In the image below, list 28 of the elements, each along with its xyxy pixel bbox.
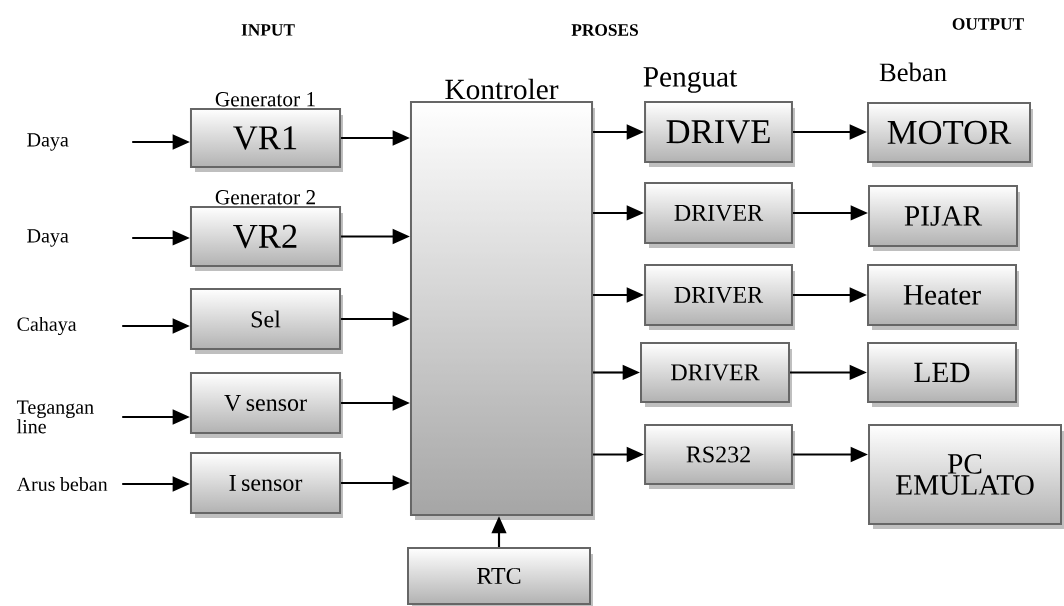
input-label: Tegangan line	[16, 400, 94, 434]
input-label: Arus beban	[16, 476, 108, 491]
box-heading: Generator 1	[215, 92, 315, 107]
process-box: VR2	[190, 206, 343, 271]
process-box: V sensor	[190, 372, 343, 438]
process-box: DRIVE	[644, 101, 795, 167]
process-box: DRIVER	[644, 182, 795, 248]
process-box: DRIVER	[644, 264, 795, 330]
column-heading: PROSES	[571, 24, 638, 36]
process-box: DRIVER	[640, 342, 792, 407]
box-heading: Generator 2	[215, 190, 315, 205]
process-box: MOTOR	[867, 102, 1033, 167]
input-label: Daya	[27, 229, 69, 247]
input-label: Cahaya	[17, 316, 77, 336]
process-box: Heater	[867, 264, 1019, 330]
process-box: PIJAR	[868, 185, 1020, 251]
process-box: RS232	[644, 424, 795, 489]
process-box: LED	[867, 342, 1019, 407]
process-box: RTC	[407, 547, 593, 606]
process-box: VR1	[190, 108, 343, 172]
process-box: I sensor	[190, 452, 343, 518]
box-heading: Kontroler	[445, 78, 559, 100]
group-label: Penguat	[643, 67, 738, 93]
process-box: PC EMULATO	[868, 424, 1064, 529]
column-heading: INPUT	[241, 24, 295, 36]
process-box: Sel	[190, 288, 343, 354]
input-label: Daya	[27, 133, 69, 151]
column-heading: OUTPUT	[952, 18, 1024, 30]
